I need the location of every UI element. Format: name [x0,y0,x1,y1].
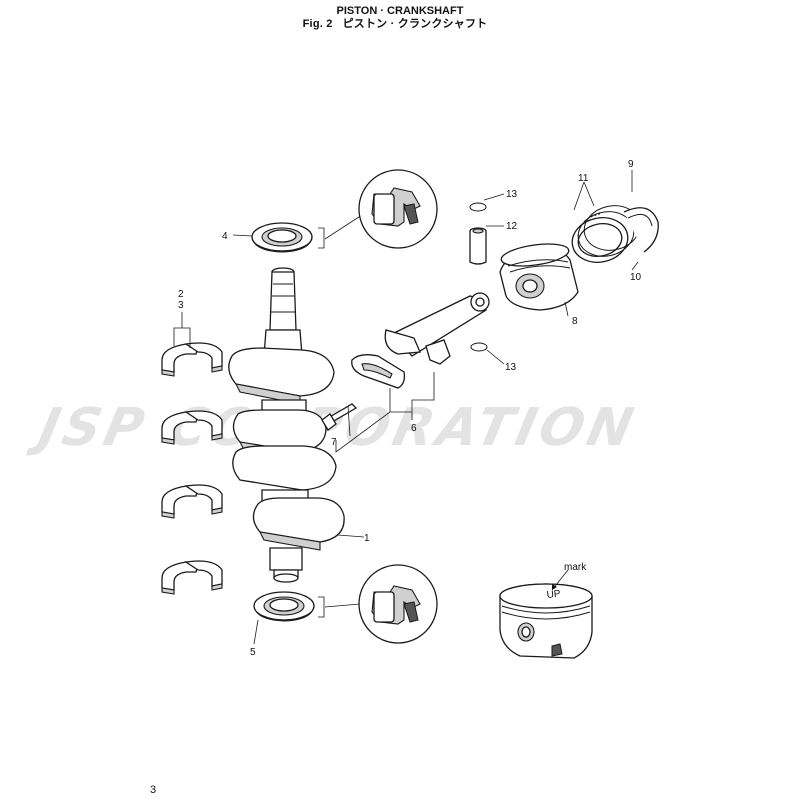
seal-detail-view-top [358,169,438,249]
piston[interactable] [499,240,579,311]
connecting-rod-bolt[interactable] [321,403,358,431]
leader-rod-group [335,372,435,453]
callout-4: 4 [222,231,228,242]
circlip-bottom[interactable] [470,342,488,352]
figure-label: Fig. 2 [302,18,333,30]
callout-3: 3 [178,300,184,311]
connecting-rod-cap[interactable] [351,354,406,389]
mark-arrowhead [552,584,557,590]
main-bearing-set-3[interactable] [161,484,223,519]
oil-seal-top[interactable] [251,222,313,253]
piston-pin[interactable] [469,227,487,265]
figure-caption: Fig. 2 ピストン · クランクシャフト [0,18,800,31]
main-bearing-set-2[interactable] [161,410,223,445]
callout-1: 1 [364,533,370,544]
callout-mark: mark [564,562,587,573]
crankshaft[interactable] [228,267,345,583]
rod-cap-side[interactable] [425,339,451,365]
bracket-seal-bottom [318,596,325,618]
callout-5: 5 [250,647,256,658]
circlip-top[interactable] [469,202,487,212]
page-number: 3 [150,784,157,796]
callout-7: 7 [331,437,337,448]
page-header: PISTON · CRANKSHAFT Fig. 2 ピストン · クランクシャフ… [0,5,800,31]
callout-8: 8 [572,316,578,327]
figure-title-jp: ピストン · クランクシャフト [342,18,488,30]
callout-13-top: 13 [506,189,518,200]
callout-12: 12 [506,221,518,232]
diagram-title: PISTON · CRANKSHAFT [336,5,464,17]
main-bearing-set-4[interactable] [161,560,223,595]
oil-seal-bottom[interactable] [253,591,315,622]
callout-11: 11 [578,173,589,184]
bracket-seal-top [318,227,325,249]
piston-orientation-view[interactable]: UP [499,583,593,659]
oil-ring[interactable] [623,207,659,253]
callout-9: 9 [628,159,634,170]
main-bearing-set-1[interactable] [161,342,223,377]
seal-detail-view-bottom [358,564,438,644]
piston-ring-set[interactable] [568,201,644,268]
callout-10: 10 [630,272,642,283]
callout-2: 2 [178,289,184,300]
callout-6: 6 [411,423,417,434]
connecting-rod[interactable] [384,292,490,357]
leader-bearing-2-3 [173,312,191,348]
piston-up-mark: UP [546,589,561,601]
callout-13-bottom: 13 [505,362,517,373]
